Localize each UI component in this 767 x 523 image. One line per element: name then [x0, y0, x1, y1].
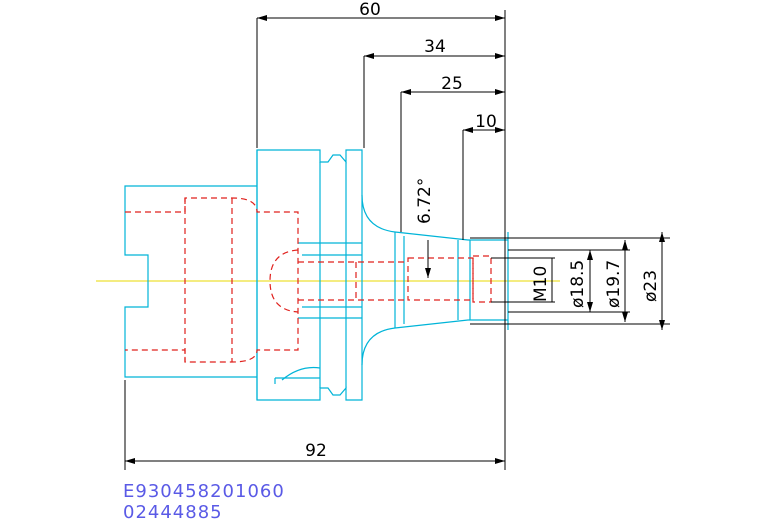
dim-60: 60: [359, 0, 381, 20]
dim-dia-23: ø23: [641, 270, 661, 302]
dim-thread-m10: M10: [531, 266, 551, 302]
dim-dia-19-7: ø19.7: [604, 260, 624, 308]
arrowheads: [125, 15, 665, 464]
dim-92: 92: [305, 441, 327, 461]
dim-25: 25: [441, 74, 463, 94]
dimension-lines: [124, 10, 670, 470]
holder-outline: [124, 149, 509, 401]
dim-10: 10: [475, 112, 497, 132]
dim-34: 34: [424, 37, 446, 57]
dim-angle: 6.72°: [415, 178, 435, 224]
dim-dia-18-5: ø18.5: [568, 260, 588, 308]
part-code-line-1: E930458201060: [123, 481, 285, 502]
hidden-lines: [125, 197, 492, 363]
part-code-line-2: 02444885: [123, 502, 223, 523]
